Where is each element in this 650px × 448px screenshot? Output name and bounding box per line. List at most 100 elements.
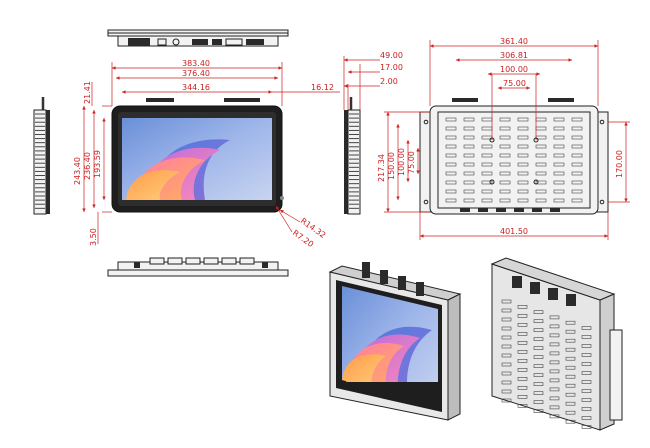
dim-front-height-screen: 193.59	[93, 150, 102, 178]
vent-slot	[501, 317, 512, 322]
dim-back-width-top-mid: 306.81	[500, 51, 528, 60]
vent-slot	[499, 117, 511, 122]
dim-front-width-screen: 344.16	[182, 83, 210, 92]
vent-slot	[533, 355, 544, 359]
dim-back-vesa-v-150: 150.00	[387, 152, 396, 180]
vent-slot	[501, 344, 512, 349]
vent-slot	[535, 162, 547, 167]
vent-slot	[571, 189, 583, 194]
dim-front-top-offset: 21.41	[83, 81, 92, 104]
vent-slot	[517, 331, 528, 336]
vent-slot	[463, 126, 475, 131]
vent-slot	[535, 153, 547, 158]
vent-slot	[517, 322, 528, 327]
vent-slot	[517, 135, 529, 140]
vent-slot	[533, 337, 544, 341]
vent-slot	[571, 171, 583, 176]
vent-slot	[571, 117, 583, 122]
vent-slot	[533, 373, 544, 377]
vent-slot	[499, 135, 511, 140]
vent-slot	[445, 171, 457, 176]
vent-slot	[499, 153, 511, 158]
vent-slot	[581, 344, 592, 348]
dim-front-width-overall: 383.40	[182, 59, 210, 68]
vent-slot	[553, 153, 565, 158]
vent-slot	[581, 326, 592, 330]
vent-slot	[581, 371, 592, 375]
vent-slot	[463, 153, 475, 158]
isometric-front-view	[328, 262, 462, 421]
vent-slot	[445, 198, 457, 203]
vent-slot	[481, 171, 493, 176]
vent-slot	[553, 117, 565, 122]
vent-slot	[581, 398, 592, 402]
vent-slot	[501, 326, 512, 331]
vent-slot	[445, 126, 457, 131]
vent-slot	[535, 198, 547, 203]
dim-back-vesa-h-100: 100.00	[500, 65, 528, 74]
dim-front-width-mid: 376.40	[182, 69, 210, 78]
vent-slot	[549, 405, 560, 410]
dim-side-depth-mid: 17.00	[380, 63, 403, 72]
vent-slot	[463, 171, 475, 176]
vent-slot	[463, 117, 475, 122]
vent-slot	[517, 162, 529, 167]
dim-back-width-bottom: 401.50	[500, 227, 528, 236]
vent-slot	[581, 416, 592, 420]
vent-slot	[501, 398, 512, 403]
vent-slot	[499, 171, 511, 176]
bottom-view	[107, 257, 289, 277]
vent-slot	[517, 304, 528, 309]
isometric-back-view	[490, 257, 623, 431]
vent-slot	[581, 425, 592, 429]
vent-slot	[565, 356, 576, 361]
vent-slot	[499, 180, 511, 185]
vent-slot	[517, 367, 528, 372]
vent-slot	[535, 180, 547, 185]
vent-slot	[565, 410, 576, 415]
vent-slot	[533, 310, 544, 314]
vent-slot	[445, 189, 457, 194]
dim-side-depth-small: 2.00	[380, 77, 398, 86]
vent-slot	[533, 391, 544, 395]
vent-slot	[533, 382, 544, 386]
vent-slot	[571, 135, 583, 140]
vent-slot	[481, 189, 493, 194]
vent-slot	[499, 126, 511, 131]
vent-slot	[549, 387, 560, 392]
vent-slot	[499, 198, 511, 203]
vent-slot	[565, 401, 576, 406]
vent-slot	[533, 346, 544, 350]
front-view	[111, 98, 284, 213]
vent-slot	[463, 162, 475, 167]
vent-slot	[501, 389, 512, 394]
vent-slot	[565, 329, 576, 334]
vent-slot	[481, 162, 493, 167]
back-dimensions: 361.40 306.81 100.00 75.00 217.34 150.00…	[377, 37, 630, 240]
right-side-view	[344, 97, 361, 215]
vent-slot	[463, 189, 475, 194]
vent-slot	[571, 153, 583, 158]
vent-slot	[571, 126, 583, 131]
vent-slot	[553, 135, 565, 140]
vent-slot	[517, 189, 529, 194]
vent-slot	[533, 409, 544, 413]
vent-slot	[571, 144, 583, 149]
vent-slot	[533, 319, 544, 323]
vent-slot	[565, 347, 576, 352]
dim-back-height-217: 217.34	[377, 154, 386, 182]
vent-slot	[517, 403, 528, 408]
vent-slot	[445, 135, 457, 140]
top-view	[107, 29, 289, 47]
dim-back-vesa-v-75: 75.00	[407, 151, 416, 174]
vent-slot	[553, 198, 565, 203]
vent-slot	[581, 380, 592, 384]
vent-slot	[517, 180, 529, 185]
vent-slot	[553, 171, 565, 176]
vent-slot	[549, 360, 560, 365]
vent-slot	[517, 153, 529, 158]
dim-side-depth-overall: 49.00	[380, 51, 403, 60]
vent-slot	[499, 189, 511, 194]
vent-slot	[549, 333, 560, 338]
vent-slot	[535, 171, 547, 176]
